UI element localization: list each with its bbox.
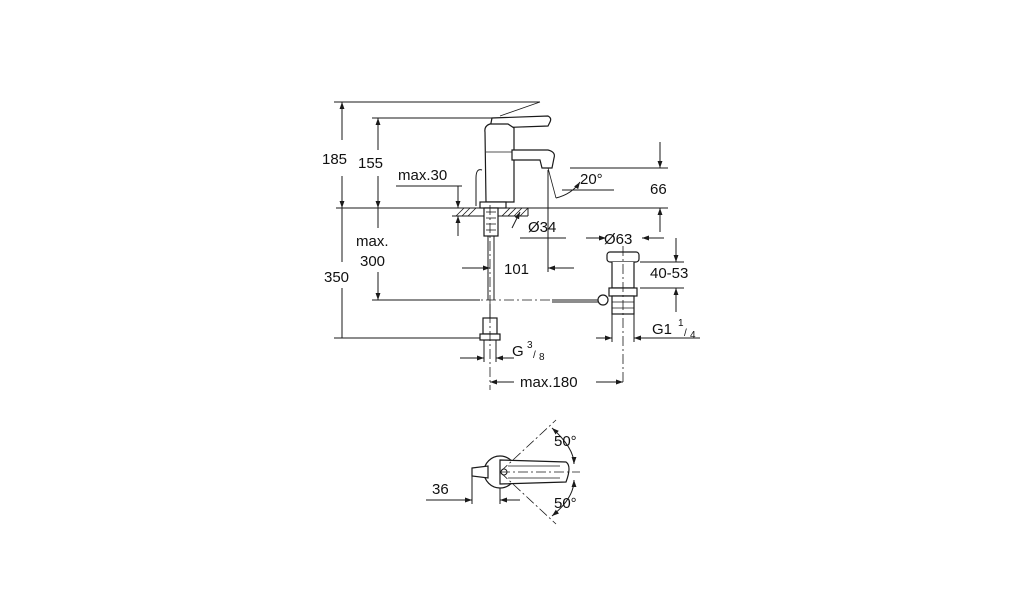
connection-denominator: 8 <box>539 352 545 363</box>
connection-prefix: G <box>512 343 524 360</box>
supply-connection-label: G 3 / 8 <box>512 340 545 363</box>
max-label: max. <box>356 233 389 250</box>
rotation-up-label: 50° <box>554 433 577 450</box>
svg-text:/: / <box>533 350 536 361</box>
max-distance-label: max.180 <box>520 374 578 391</box>
overall-height-label: 350 <box>324 269 349 286</box>
max-value-label: 300 <box>360 253 385 270</box>
svg-text:/: / <box>684 328 687 339</box>
plan-view <box>426 419 580 525</box>
rotation-down-label: 50° <box>554 495 577 512</box>
waste-thread-label: G1 1 / 4 <box>652 318 696 341</box>
spout-reach-label: 101 <box>504 261 529 278</box>
handle-depth-label: 36 <box>432 481 449 498</box>
total-height-label: 185 <box>322 151 347 168</box>
connection-numerator: 3 <box>527 340 533 351</box>
hole-diameter-label: Ø34 <box>528 219 556 236</box>
waste-diameter-label: Ø63 <box>604 231 632 248</box>
waste-height-label: 40-53 <box>650 265 688 282</box>
spout-clearance-label: 66 <box>650 181 667 198</box>
max-deck-label: max.30 <box>398 167 447 184</box>
spout-angle-label: 20° <box>580 171 603 188</box>
spout-height-label: 155 <box>358 155 383 172</box>
faucet-body <box>475 115 555 341</box>
waste-thread-prefix: G1 <box>652 321 672 338</box>
waste-thread-numerator: 1 <box>678 318 684 329</box>
waste-drain <box>597 246 640 384</box>
waste-thread-denominator: 4 <box>690 330 696 341</box>
side-elevation-view <box>334 101 700 390</box>
